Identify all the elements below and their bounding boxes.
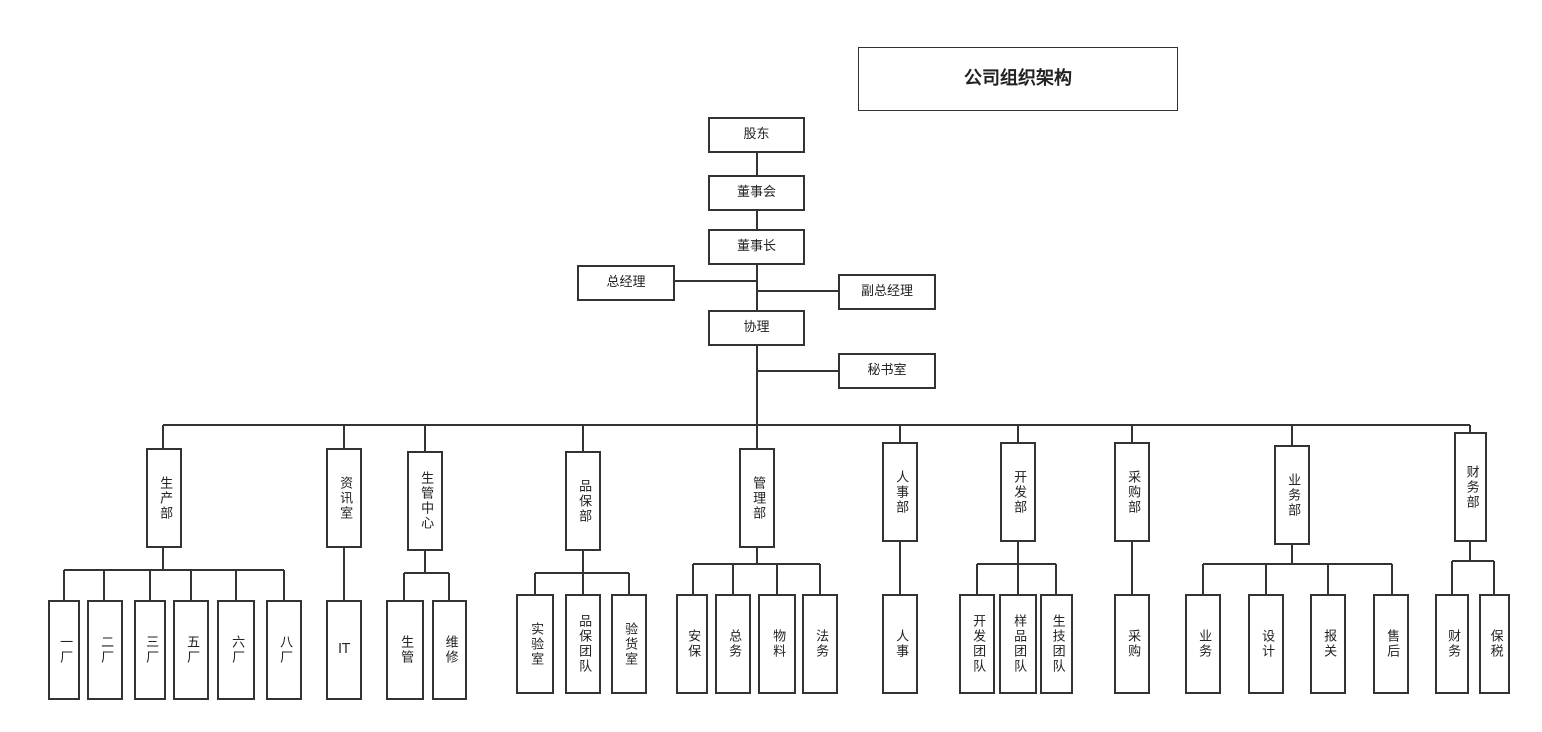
node-deputy-general-manager: 副总经理 xyxy=(838,274,936,310)
unit-bonded: 保税 xyxy=(1479,594,1510,694)
unit-security: 安保 xyxy=(676,594,708,694)
unit-materials: 物料 xyxy=(758,594,796,694)
node-assistant-manager: 协理 xyxy=(708,310,805,346)
unit-qa-team: 品保团队 xyxy=(565,594,601,694)
node-general-manager: 总经理 xyxy=(577,265,675,301)
unit-lab: 实验室 xyxy=(516,594,554,694)
dept-info: 资讯室 xyxy=(326,448,362,548)
unit-finance: 财务 xyxy=(1435,594,1469,694)
node-board: 董事会 xyxy=(708,175,805,211)
dept-finance: 财务部 xyxy=(1454,432,1487,542)
dept-quality: 品保部 xyxy=(565,451,601,551)
unit-tech-team: 生技团队 xyxy=(1040,594,1073,694)
unit-production-3: 三厂 xyxy=(134,600,166,700)
unit-prod-mgmt: 生管 xyxy=(386,600,424,700)
unit-purchasing: 采购 xyxy=(1114,594,1150,694)
unit-production-6: 六厂 xyxy=(217,600,255,700)
unit-production-2: 二厂 xyxy=(87,600,123,700)
node-chairman: 董事长 xyxy=(708,229,805,265)
dept-development: 开发部 xyxy=(1000,442,1036,542)
unit-production-5: 五厂 xyxy=(173,600,209,700)
unit-inspection-room: 验货室 xyxy=(611,594,647,694)
dept-prod-mgmt-center: 生管中心 xyxy=(407,451,443,551)
unit-sample-team: 样品团队 xyxy=(999,594,1037,694)
dept-management: 管理部 xyxy=(739,448,775,548)
unit-maintenance: 维修 xyxy=(432,600,467,700)
chart-title: 公司组织架构 xyxy=(858,47,1178,111)
unit-it: IT xyxy=(326,600,362,700)
unit-design: 设计 xyxy=(1248,594,1284,694)
node-shareholders: 股东 xyxy=(708,117,805,153)
unit-hr: 人事 xyxy=(882,594,918,694)
dept-business: 业务部 xyxy=(1274,445,1310,545)
dept-hr: 人事部 xyxy=(882,442,918,542)
unit-general-affairs: 总务 xyxy=(715,594,751,694)
node-secretariat: 秘书室 xyxy=(838,353,936,389)
unit-sales: 业务 xyxy=(1185,594,1221,694)
unit-legal: 法务 xyxy=(802,594,838,694)
unit-after-sales: 售后 xyxy=(1373,594,1409,694)
unit-production-1: 一厂 xyxy=(48,600,80,700)
unit-dev-team: 开发团队 xyxy=(959,594,995,694)
unit-production-8: 八厂 xyxy=(266,600,302,700)
dept-purchasing: 采购部 xyxy=(1114,442,1150,542)
unit-customs: 报关 xyxy=(1310,594,1346,694)
dept-production: 生产部 xyxy=(146,448,182,548)
